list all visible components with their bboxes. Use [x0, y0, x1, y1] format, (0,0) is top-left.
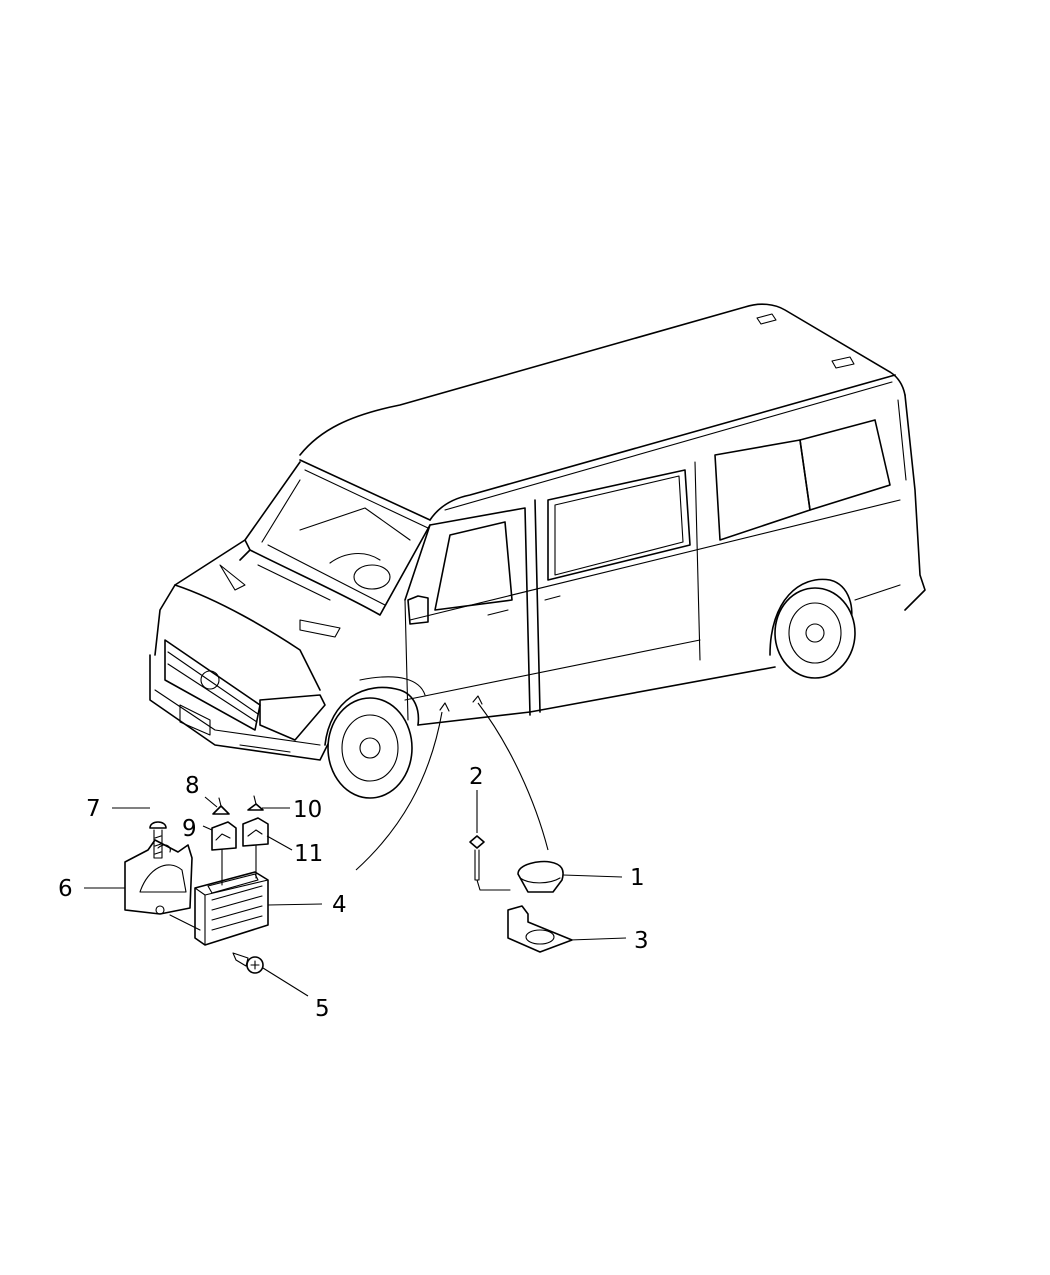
callout-6: 6 — [58, 876, 73, 902]
leader-1 — [562, 874, 623, 878]
callout-11: 11 — [294, 841, 323, 867]
leader-9 — [202, 825, 213, 831]
van-illustration — [149, 303, 926, 799]
sensor-assembly — [469, 702, 573, 953]
callout-4: 4 — [332, 892, 347, 918]
leader-4 — [267, 903, 323, 906]
callout-3: 3 — [634, 928, 649, 954]
callout-2: 2 — [469, 764, 484, 790]
callout-labels: 1 2 3 4 5 6 7 8 9 10 11 — [58, 764, 649, 1022]
leader-3 — [569, 937, 627, 941]
callout-10: 10 — [293, 797, 322, 823]
leader-lines — [84, 790, 627, 997]
callout-9: 9 — [182, 816, 197, 842]
callout-8: 8 — [185, 773, 200, 799]
callout-1: 1 — [630, 865, 645, 891]
callout-5: 5 — [315, 996, 330, 1022]
callout-7: 7 — [86, 796, 101, 822]
leader-11 — [266, 835, 293, 851]
leader-8 — [204, 796, 218, 808]
control-module-assembly — [124, 711, 443, 974]
leader-5 — [262, 967, 309, 997]
